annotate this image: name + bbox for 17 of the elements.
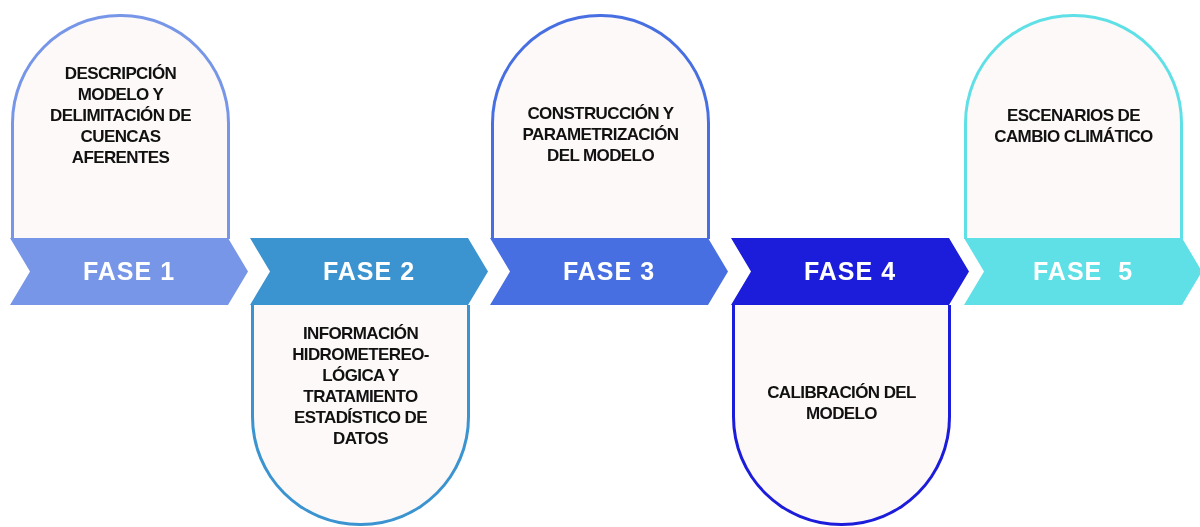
phase-description: DESCRIPCIÓN MODELO Y DELIMITACIÓN DE CUENCAS AFERENTES: [49, 63, 192, 168]
chevron-banner: [964, 238, 1200, 305]
phase-card: [491, 14, 710, 239]
phase-label: FASE 4: [803, 257, 897, 286]
phase-card: [251, 305, 470, 526]
phase-description: INFORMACIÓN HIDROMETEREO- LÓGICA Y TRATAMIENTO ESTADÍSTICO DE DATOS: [291, 323, 430, 449]
phase-card: [964, 14, 1183, 239]
phase-label: FASE 1: [82, 257, 176, 286]
phase-description: CALIBRACIÓN DEL MODELO: [766, 382, 917, 424]
phase-description: CONSTRUCCIÓN Y PARAMETRIZACIÓN DEL MODELO: [521, 103, 680, 166]
phase-card: [732, 305, 951, 526]
phase-label: FASE 2: [322, 257, 416, 286]
phase-label: FASE 5: [1032, 257, 1134, 286]
phase-label: FASE 3: [562, 257, 656, 286]
phase-description: ESCENARIOS DE CAMBIO CLIMÁTICO: [993, 105, 1154, 147]
chevron-banner: [731, 238, 969, 305]
phase-card: [11, 14, 230, 239]
